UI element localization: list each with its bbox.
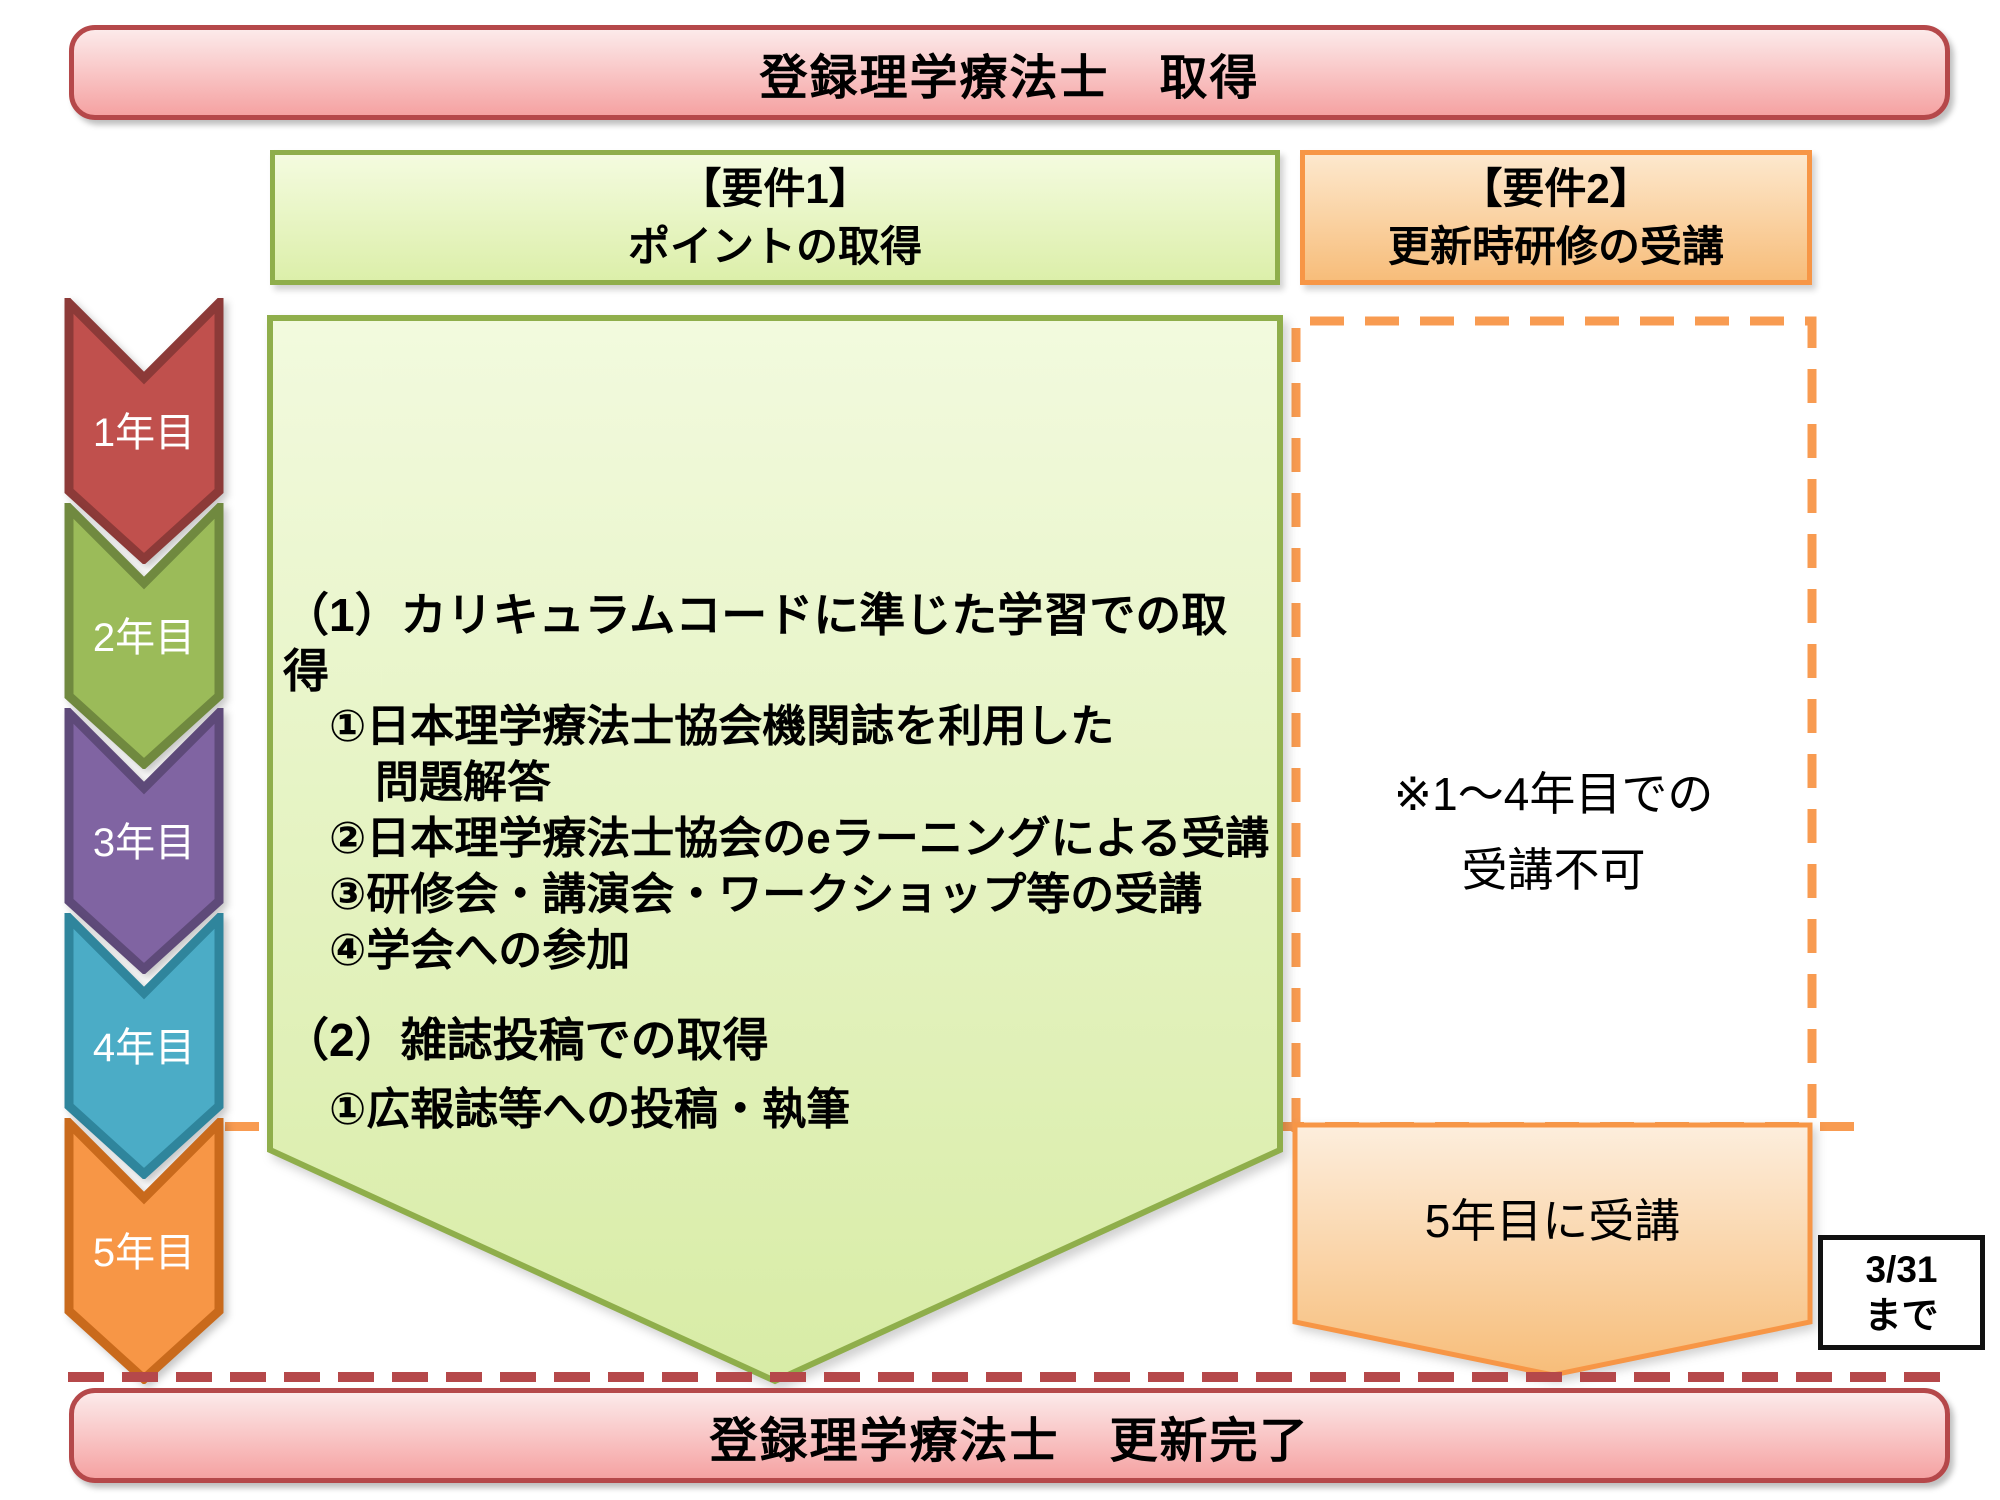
point-method-1-item-1: ①日本理学療法士協会機関誌を利用した	[329, 702, 1115, 751]
point-method-1-item-4: ④学会への参加	[329, 926, 631, 975]
year-chevron-4-label: 4年目	[93, 1026, 195, 1070]
year-chevron-5: 5年目	[64, 1118, 224, 1384]
restriction-dashed-border	[1291, 316, 1817, 1132]
renewal-deadline-dashed-line	[68, 1372, 1952, 1382]
year-chevron-4-shape	[64, 913, 224, 1179]
deadline-date: 3/31	[1865, 1248, 1938, 1290]
restriction-note: ※1～4年目での 受講不可	[1295, 756, 1812, 908]
points-acquisition-text: （1）カリキュラムコードに準じた学習での取得 ①日本理学療法士協会機関誌を利用し…	[283, 587, 1273, 1138]
year5-training-pentagon-shape	[1292, 1122, 1813, 1378]
year-chevron-2-label: 2年目	[93, 616, 195, 660]
point-method-1-item-1-cont: 問題解答	[375, 758, 551, 807]
point-method-1-item-2: ②日本理学療法士協会のeラーニングによる受講	[329, 814, 1270, 863]
year5-training-pentagon	[1292, 1122, 1813, 1378]
points-acquisition-arrow	[267, 315, 1283, 1385]
deadline-suffix: まで	[1864, 1294, 1939, 1336]
year-chevron-5-label: 5年目	[93, 1231, 195, 1275]
bottom-banner: 登録理学療法士 更新完了	[69, 1388, 1950, 1483]
requirement2-header: 【要件2】 更新時研修の受講	[1300, 150, 1812, 285]
requirement1-heading-line2: ポイントの取得	[627, 222, 922, 270]
year-chevron-3: 3年目	[64, 708, 224, 974]
year-chevron-3-shape	[64, 708, 224, 974]
point-method-1-heading: （1）カリキュラムコードに準じた学習での取得	[283, 589, 1228, 697]
year5-training-label: 5年目に受講	[1424, 1195, 1681, 1247]
year-chevron-2: 2年目	[64, 503, 224, 769]
requirement1-heading-line1: 【要件1】	[679, 164, 871, 212]
year-chevron-1: 1年目	[64, 298, 224, 564]
point-method-2-item-1: ①広報誌等への投稿・執筆	[329, 1085, 851, 1134]
requirement2-heading-line2: 更新時研修の受講	[1387, 222, 1724, 270]
year-chevron-1-label: 1年目	[93, 411, 195, 455]
deadline-box: 3/31 まで	[1818, 1235, 1985, 1350]
restriction-note-line2: 受講不可	[1461, 844, 1646, 896]
restriction-note-line1: ※1～4年目での	[1393, 768, 1714, 820]
top-banner: 登録理学療法士 取得	[69, 25, 1950, 120]
point-method-2-heading: （2）雑誌投稿での取得	[283, 1014, 769, 1066]
requirement1-header: 【要件1】 ポイントの取得	[270, 150, 1280, 285]
year-chevron-2-shape	[64, 503, 224, 769]
bottom-banner-title: 登録理学療法士 更新完了	[709, 1414, 1310, 1468]
points-acquisition-arrow-shape	[267, 315, 1283, 1385]
requirement2-heading-line1: 【要件2】	[1460, 164, 1652, 212]
year-chevron-4: 4年目	[64, 913, 224, 1179]
top-banner-title: 登録理学療法士 取得	[759, 51, 1260, 105]
year-chevron-1-shape	[64, 298, 224, 564]
year-chevron-5-shape	[64, 1118, 224, 1384]
year-chevron-3-label: 3年目	[93, 821, 195, 865]
point-method-1-item-3: ③研修会・講演会・ワークショップ等の受講	[329, 870, 1203, 919]
restriction-dashed-box	[1291, 316, 1817, 1132]
